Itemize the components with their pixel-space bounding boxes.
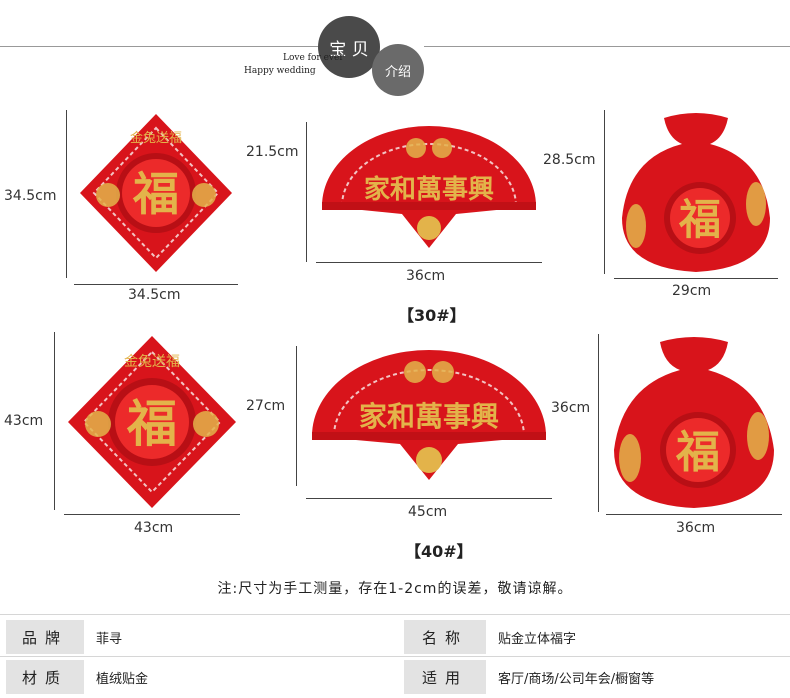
fu-char: 福: [678, 195, 721, 244]
dim-height: 21.5cm: [246, 144, 299, 160]
dim-width: 45cm: [408, 504, 448, 520]
dim-line-v: [306, 122, 307, 262]
dim-line-h: [64, 514, 240, 515]
pouch-fu-ornament: 福: [622, 113, 770, 272]
dim-line-v: [296, 346, 297, 486]
diamond-fu-ornament: 福 金兔送福: [68, 336, 236, 508]
dim-height: 43cm: [4, 413, 44, 429]
dim-width: 34.5cm: [128, 287, 181, 303]
dim-line-h: [606, 514, 782, 515]
fan-jiahe-ornament: 家和萬事興: [312, 350, 546, 480]
spec-value: 植绒贴金: [84, 660, 404, 694]
pouch-fu-ornament: 福: [614, 337, 774, 508]
spec-row: 材质 植绒贴金 适用 客厅/商场/公司年会/橱窗等: [0, 660, 790, 694]
spec-key: 材质: [6, 660, 84, 694]
diamond-fu-ornament: 福 金兔送福: [80, 114, 232, 272]
spec-key: 品牌: [6, 620, 84, 654]
spec-key: 适用: [404, 660, 486, 694]
header-circle-jieshao: 介绍: [372, 44, 424, 96]
header-circle1-text: 宝 贝: [329, 39, 369, 60]
header-line-left: [0, 46, 318, 47]
dim-width: 36cm: [406, 268, 446, 284]
dim-line-h: [316, 262, 542, 263]
dim-width: 29cm: [672, 283, 712, 299]
dim-line-v: [604, 110, 605, 274]
dim-height: 28.5cm: [543, 152, 596, 168]
diamond-top-text: 金兔送福: [130, 130, 182, 146]
spec-value: 菲寻: [84, 620, 404, 654]
size-label-40: 【40#】: [405, 542, 473, 561]
fu-char: 福: [126, 394, 177, 453]
tagline-wedding: Happy wedding: [244, 66, 316, 76]
fan-text: 家和萬事興: [364, 174, 494, 205]
dim-width: 43cm: [134, 520, 174, 536]
dim-line-v: [598, 334, 599, 512]
spec-value: 客厅/商场/公司年会/橱窗等: [486, 660, 784, 694]
fan-jiahe-ornament: 家和萬事興: [322, 126, 536, 248]
dim-line-h: [74, 284, 238, 285]
header-line-right: [424, 46, 790, 47]
spec-key: 名称: [404, 620, 486, 654]
table-border: [0, 614, 790, 615]
dim-line-v: [66, 110, 67, 278]
header-circle2-text: 介绍: [384, 64, 411, 80]
table-border: [0, 656, 790, 657]
dim-height: 36cm: [551, 400, 591, 416]
dim-height: 34.5cm: [4, 188, 57, 204]
header-circle-baobei: 宝 贝: [318, 16, 380, 78]
measurement-note: 注:尺寸为手工测量，存在1-2cm的误差，敬请谅解。: [217, 581, 573, 597]
diamond-top-text: 金兔送福: [124, 354, 180, 370]
fu-char: 福: [132, 167, 179, 221]
fan-text: 家和萬事興: [359, 400, 499, 433]
spec-value: 贴金立体福字: [486, 620, 784, 654]
dim-line-h: [614, 278, 778, 279]
fu-char: 福: [675, 427, 720, 478]
dim-line-v: [54, 332, 55, 510]
dim-width: 36cm: [676, 520, 716, 536]
tagline-love: Love for ever: [283, 53, 344, 63]
spec-row: 品牌 菲寻 名称 贴金立体福字: [0, 620, 790, 654]
dim-height: 27cm: [246, 398, 286, 414]
dim-line-h: [306, 498, 552, 499]
size-label-30: 【30#】: [398, 306, 466, 325]
